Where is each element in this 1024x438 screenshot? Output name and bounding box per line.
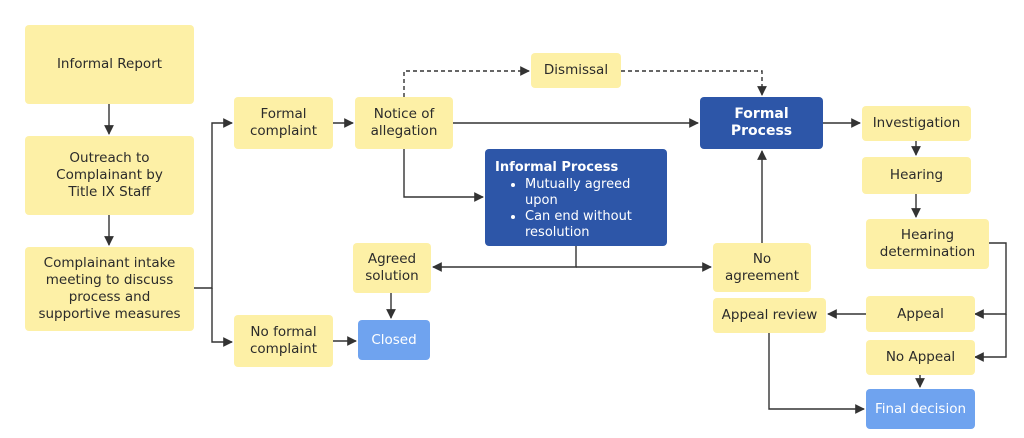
node-label-line: supportive measures	[38, 306, 181, 322]
node-outreach: Outreach to Complainant by Title IX Staf…	[25, 136, 194, 215]
edge-determination-to-appeal	[974, 242, 1007, 319]
node-intake-meeting: Complainant intake meeting to discuss pr…	[25, 247, 194, 331]
node-notice-of-allegation: Notice of allegation	[355, 97, 453, 149]
node-formal-process: Formal Process	[700, 97, 823, 149]
node-label-line: No	[752, 250, 772, 267]
node-dismissal: Dismissal	[531, 53, 621, 88]
node-agreed-solution: Agreed solution	[353, 243, 431, 293]
edge-determination-to-no-appeal	[974, 314, 1007, 362]
node-final-decision: Final decision	[866, 389, 975, 429]
node-label-line: agreement	[724, 267, 799, 284]
node-label: Investigation	[872, 115, 961, 131]
node-label-line: Outreach to	[69, 150, 150, 166]
edge-informal-to-agreed-solution	[432, 246, 577, 272]
node-label-line: Hearing	[900, 227, 955, 243]
edge-notice-to-dismissal	[403, 66, 530, 97]
informal-process-bullet: Can end without resolution	[525, 209, 657, 241]
node-formal-complaint: Formal complaint	[234, 97, 333, 149]
node-informal-report: Informal Report	[25, 25, 194, 104]
node-label-line: Complainant intake	[43, 255, 176, 271]
node-label-line: process and	[68, 289, 151, 305]
edge-dismissal-to-formal-process	[621, 70, 767, 96]
node-hearing: Hearing	[862, 157, 971, 194]
edge-intake-to-no-formal-complaint	[211, 288, 233, 347]
node-label: Final decision	[874, 400, 967, 417]
node-label-line: Formal	[260, 106, 307, 122]
node-label-line: No formal	[250, 324, 317, 340]
node-label-line: allegation	[370, 123, 438, 139]
node-label-line: meeting to discuss	[45, 272, 174, 288]
node-no-agreement: No agreement	[713, 243, 811, 292]
node-no-appeal: No Appeal	[866, 340, 975, 375]
node-closed: Closed	[358, 320, 430, 360]
node-investigation: Investigation	[862, 106, 971, 141]
edge-appeal-review-to-final-decision	[768, 333, 865, 414]
node-label: Informal Report	[56, 56, 163, 72]
node-label: No Appeal	[885, 349, 956, 365]
node-label: Closed	[371, 331, 417, 348]
node-label-line: Process	[730, 123, 793, 139]
edge-notice-to-informal-process	[403, 149, 484, 202]
node-no-formal-complaint: No formal complaint	[234, 315, 333, 367]
node-hearing-determination: Hearing determination	[866, 219, 989, 269]
node-label-line: Notice of	[373, 106, 435, 122]
node-label-line: Agreed	[367, 251, 417, 267]
node-label: Hearing	[889, 167, 944, 183]
node-label-line: Complainant by	[56, 167, 163, 183]
informal-process-bullet: Mutually agreed upon	[525, 177, 657, 209]
node-label-line: complaint	[249, 341, 318, 357]
informal-process-title: Informal Process	[495, 160, 619, 175]
node-label: Appeal review	[721, 307, 818, 323]
edge-intake-to-formal-complaint	[194, 118, 233, 289]
node-label-line: Title IX Staff	[68, 184, 151, 200]
node-label-line: Formal	[734, 106, 789, 122]
informal-process-bullets: Mutually agreed upon Can end without res…	[495, 177, 657, 241]
node-appeal: Appeal	[866, 296, 975, 332]
node-label-line: solution	[365, 268, 419, 284]
node-appeal-review: Appeal review	[713, 298, 826, 333]
node-label-line: determination	[879, 244, 976, 260]
node-label-line: complaint	[249, 123, 318, 139]
node-label: Dismissal	[543, 62, 609, 78]
node-label: Appeal	[897, 305, 944, 322]
node-informal-process: Informal Process Mutually agreed upon Ca…	[485, 149, 667, 246]
